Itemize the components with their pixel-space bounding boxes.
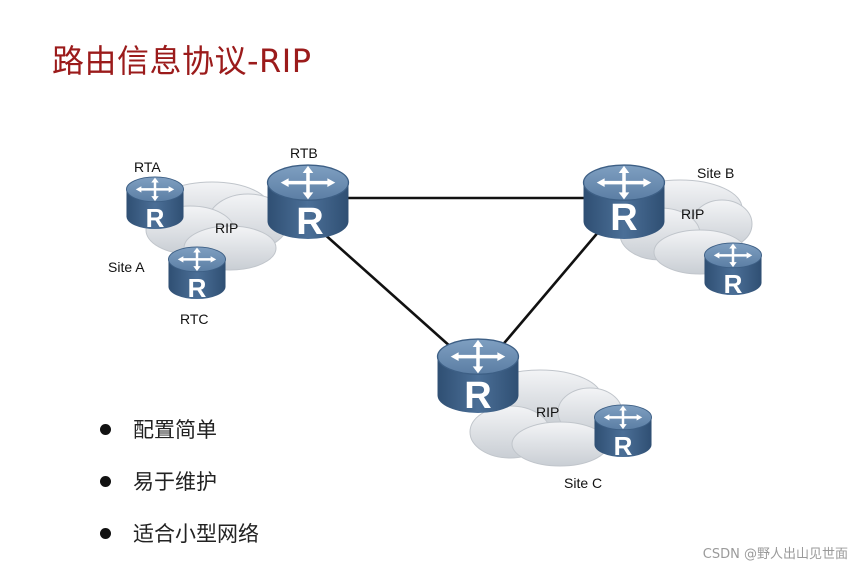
router-icon: R	[581, 163, 667, 241]
cloud-label: RIP	[536, 404, 559, 420]
site-label-c: Site C	[564, 475, 602, 491]
router-icon: R	[265, 163, 351, 243]
svg-text:R: R	[464, 375, 491, 417]
router-icon: R	[125, 175, 185, 233]
svg-text:R: R	[146, 203, 165, 233]
router-label-rta: RTA	[134, 159, 161, 175]
router-icon: R	[703, 241, 763, 299]
cloud-label: RIP	[681, 206, 704, 222]
link-rtb-sitec	[321, 231, 453, 349]
bullet-icon	[100, 528, 111, 539]
svg-text:R: R	[610, 197, 637, 239]
router-label-rtb: RTB	[290, 145, 318, 161]
svg-text:R: R	[724, 269, 743, 299]
router-icon: R	[167, 245, 227, 303]
cloud-label: RIP	[215, 220, 238, 236]
router-label-rtc: RTC	[180, 311, 209, 327]
links	[321, 196, 601, 349]
svg-text:R: R	[296, 201, 323, 243]
router-icon: R	[593, 403, 653, 461]
list-item: 易于维护	[100, 466, 259, 518]
link-siteb-sitec	[499, 229, 601, 349]
list-item: 适合小型网络	[100, 518, 259, 570]
bullet-icon	[100, 476, 111, 487]
watermark: CSDN @野人出山见世面	[702, 547, 848, 562]
svg-text:R: R	[188, 273, 207, 303]
router-icon: R	[435, 337, 521, 417]
bullet-icon	[100, 424, 111, 435]
page-title: 路由信息协议-RIP	[52, 42, 312, 80]
feature-list: 配置简单 易于维护 适合小型网络	[100, 414, 259, 570]
list-item: 配置简单	[100, 414, 259, 466]
site-label-b: Site B	[697, 165, 734, 181]
svg-text:R: R	[614, 431, 633, 461]
site-label-a: Site A	[108, 259, 145, 275]
